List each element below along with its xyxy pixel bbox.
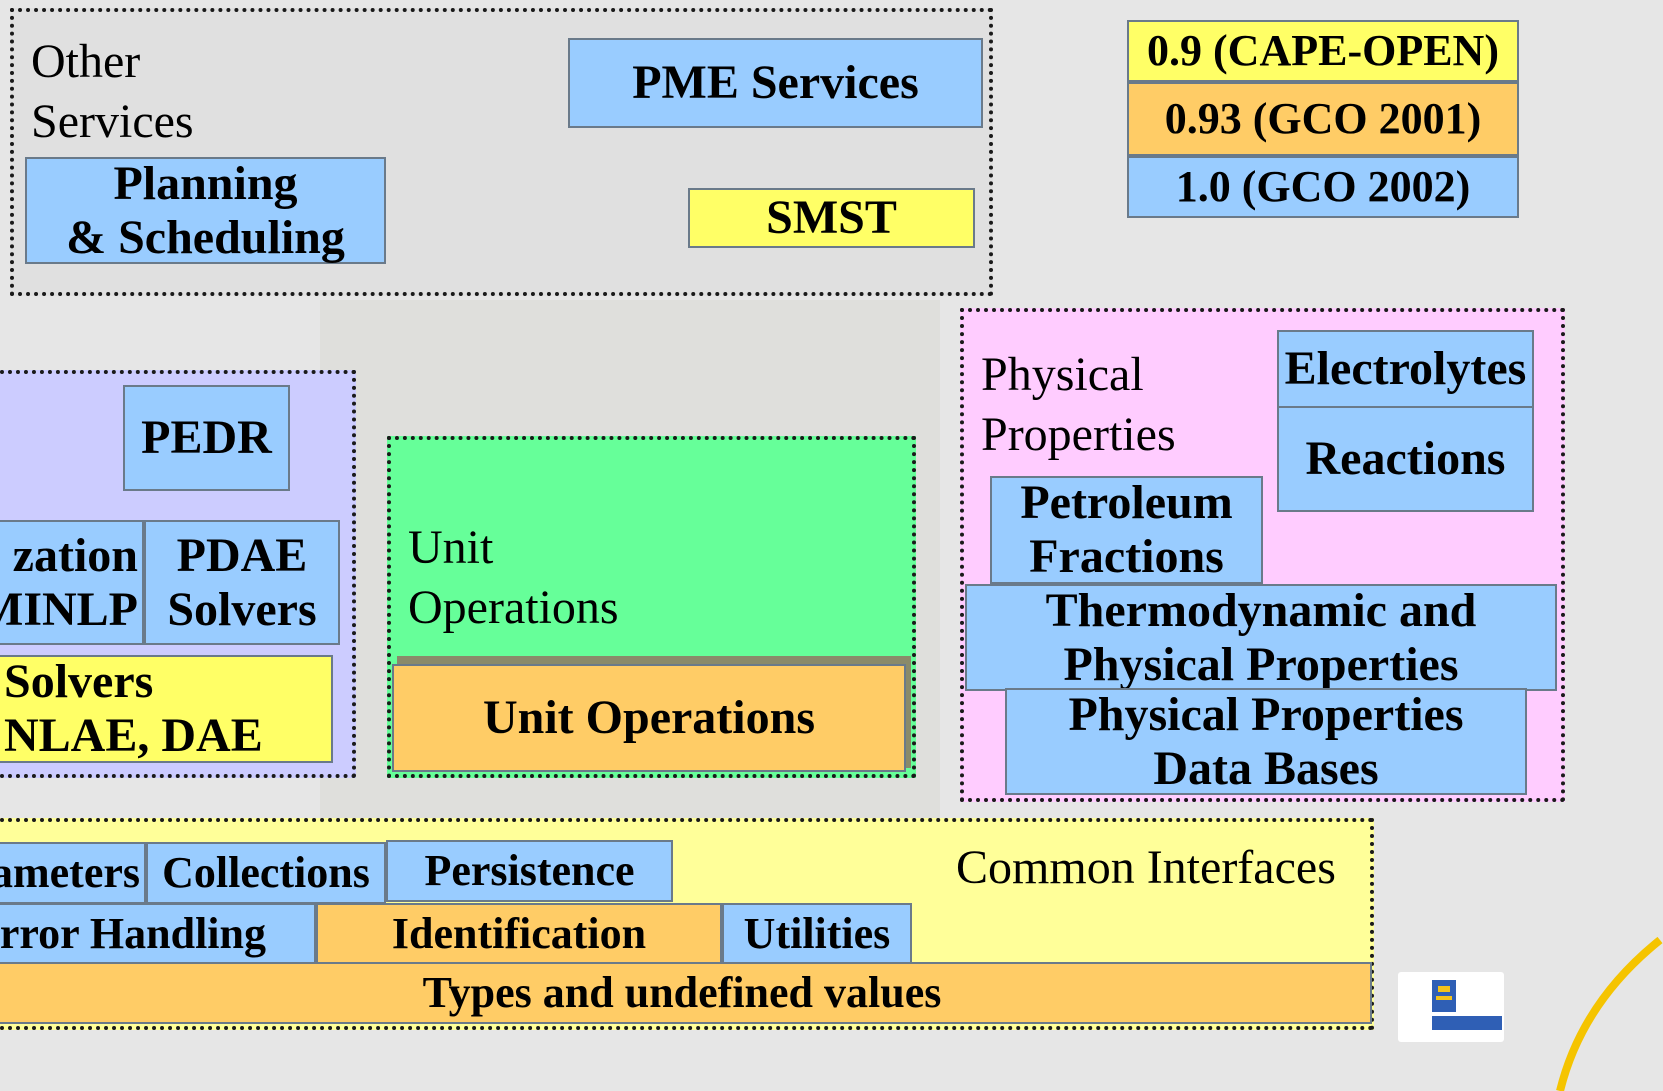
pdae-solvers-box[interactable]: PDAE Solvers [144,520,340,645]
legend-cape-open: 0.9 (CAPE-OPEN) [1127,20,1519,82]
collections-box[interactable]: Collections [146,842,386,904]
pedr-box[interactable]: PEDR [123,385,290,491]
parameters-box[interactable]: ameters [0,842,146,904]
error-handling-box[interactable]: rror Handling [0,903,316,965]
thermodynamic-properties-box[interactable]: Thermodynamic and Physical Properties [965,584,1557,691]
logo-badge [1398,972,1504,1042]
physical-properties-databases-box[interactable]: Physical Properties Data Bases [1005,688,1527,795]
physical-properties-label: Physical Properties [981,348,1176,461]
electrolytes-box[interactable]: Electrolytes [1277,330,1534,408]
logo-icon [1432,980,1502,1030]
solvers-nlae-dae-box[interactable]: Solvers NLAE, DAE [0,655,333,763]
types-undefined-values-box[interactable]: Types and undefined values [0,962,1372,1024]
pme-services-box[interactable]: PME Services [568,38,983,128]
planning-scheduling-box[interactable]: Planning & Scheduling [25,157,386,264]
other-services-label: Other Services [31,35,194,148]
legend-gco-2002: 1.0 (GCO 2002) [1127,156,1519,218]
identification-box[interactable]: Identification [316,903,722,965]
optimization-minlp-box[interactable]: zation MINLP [0,520,144,645]
utilities-box[interactable]: Utilities [722,903,912,965]
smst-box[interactable]: SMST [688,188,975,248]
persistence-box[interactable]: Persistence [386,840,673,902]
unit-operations-label: Unit Operations [408,521,619,634]
legend-gco-2001: 0.93 (GCO 2001) [1127,82,1519,156]
petroleum-fractions-box[interactable]: Petroleum Fractions [990,476,1263,584]
corner-swoosh-icon [1556,936,1663,1091]
unit-operations-box[interactable]: Unit Operations [392,664,906,772]
reactions-box[interactable]: Reactions [1277,406,1534,512]
common-interfaces-label: Common Interfaces [956,841,1336,894]
